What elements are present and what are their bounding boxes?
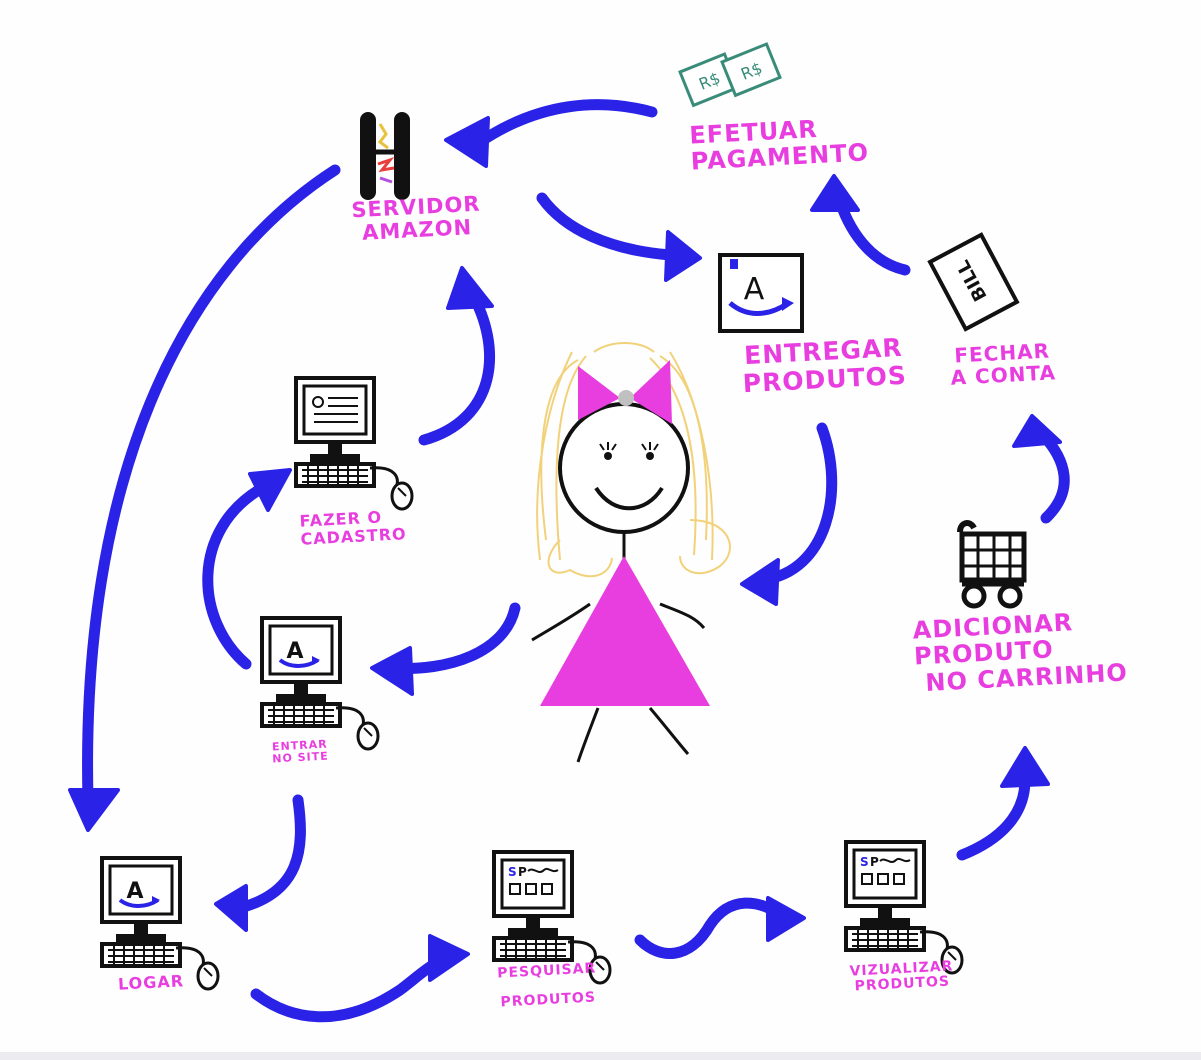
shopping-cart-icon [957,520,1027,609]
arrowhead-visualizar [766,896,806,942]
label-entrar-no-site: ENTRAR NO SITE [271,738,329,766]
label-fazer-o-cadastro: FAZER O CADASTRO [299,507,407,548]
arrow-cadastro-to-server [418,284,495,446]
arrowhead-fechar [1012,414,1062,448]
label-pesquisar-produtos: PESQUISAR PRODUTOS [496,960,598,1011]
label-line: LOGAR [117,971,185,994]
delivery-box-icon: A [718,253,804,333]
arrowhead-entrar [370,646,414,696]
arrow-entrar-to-logar [234,794,306,914]
label-line: A CONTA [950,360,1057,390]
arrowhead-server-from-cadastro [446,266,494,310]
arrow-payment-to-server [474,99,658,148]
arrowhead-logar-from-entrar [214,884,248,932]
computer-entrar-icon [260,616,380,751]
label-visualizar-produtos: VIZUALIZAR PRODUTOS [849,958,954,995]
label-servidor-amazon: SERVIDOR AMAZON [351,192,482,246]
arrowhead-pagamento [810,174,860,212]
computer-visualizar-icon [844,840,964,975]
arrowhead-carrinho [1000,746,1050,788]
arrow-pesquisar-to-visualizar [634,897,786,959]
amazon-letter: A [744,272,765,307]
label-adicionar-produto: ADICIONAR PRODUTO NO CARRINHO [912,606,1128,697]
computer-logar-icon [100,856,220,991]
label-fechar-a-conta: FECHAR A CONTA [949,339,1057,390]
label-entregar-produtos: ENTREGAR PRODUTOS [741,333,907,398]
footer-strip [0,1052,1201,1060]
arrow-visualizar-to-carrinho [956,774,1031,861]
arrow-logar-to-pesquisar [250,952,456,1023]
computer-cadastro-icon [294,376,414,511]
arrowhead-pesquisar [428,934,470,982]
arrow-deliver-to-girl [756,422,838,586]
girl-figure-icon [531,342,731,763]
arrowhead-deliver [664,230,702,282]
arrow-carrinho-to-fechar [1037,429,1070,524]
arrowhead-logar [68,788,120,832]
arrowhead-server [444,116,490,168]
arrow-entrar-to-cadastro [202,482,268,670]
arrow-server-to-deliver [536,192,676,261]
money-icon: R$ R$ [678,42,782,108]
arrowhead-cadastro [248,468,292,512]
label-logar: LOGAR [117,971,185,994]
arrowhead-girl [740,558,780,606]
server-icon [360,112,410,200]
bill-icon: BILL [927,232,1020,332]
arrow-server-to-logar [82,164,341,806]
label-efetuar-pagamento: EFETUAR PAGAMENTO [689,113,870,176]
label-line: PESQUISAR [496,960,597,982]
